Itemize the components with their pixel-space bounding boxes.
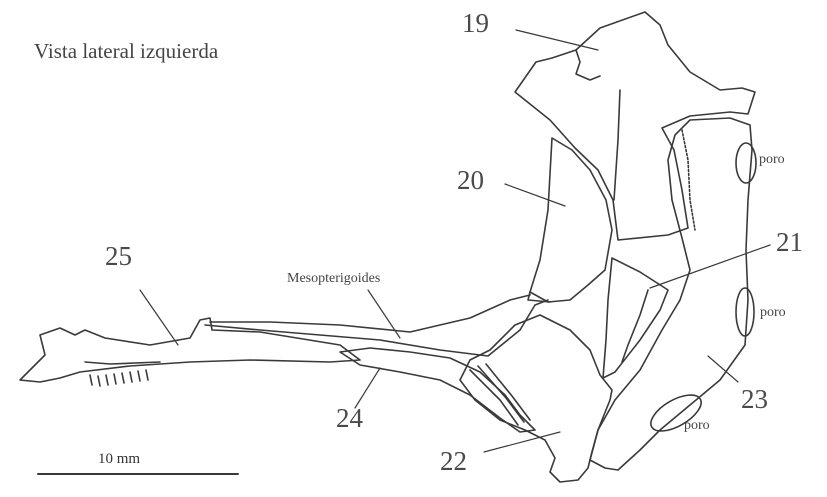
leader-20 xyxy=(505,184,565,206)
mesopterygoid-strut-2 xyxy=(210,295,530,332)
bone-25 xyxy=(20,318,360,382)
label-mesopterigoides: Mesopterigoides xyxy=(287,272,380,286)
label-poro-top: poro xyxy=(759,153,785,167)
bone-19-ridge xyxy=(614,90,620,200)
leader-19 xyxy=(516,30,598,50)
label-21: 21 xyxy=(776,229,803,256)
leader-24 xyxy=(355,368,380,408)
teeth xyxy=(90,370,148,386)
label-20: 20 xyxy=(457,167,484,194)
bone-23-seam xyxy=(682,130,695,230)
leader-22 xyxy=(484,432,560,452)
label-poro-mid: poro xyxy=(760,306,786,320)
leader-21 xyxy=(650,245,770,288)
bone-19-notch xyxy=(576,50,600,80)
bone-19 xyxy=(515,12,755,240)
label-poro-bottom: poro xyxy=(684,419,710,433)
bone-21 xyxy=(603,258,668,378)
label-22: 22 xyxy=(440,448,467,475)
label-23: 23 xyxy=(741,386,768,413)
bone-25-rim xyxy=(85,362,160,364)
bone-24 xyxy=(340,348,535,432)
pore-top xyxy=(736,143,756,183)
label-24: 24 xyxy=(336,405,363,432)
bone-23 xyxy=(590,118,752,470)
bone-22 xyxy=(460,315,612,482)
leader-25 xyxy=(140,290,178,345)
label-25: 25 xyxy=(105,243,132,270)
scale-bar-label: 10 mm xyxy=(98,452,140,467)
bone-21-inner xyxy=(622,290,648,362)
label-19: 19 xyxy=(462,10,489,37)
figure-title: Vista lateral izquierda xyxy=(34,41,218,62)
pore-mid xyxy=(736,288,754,336)
leader-mesopterigoides xyxy=(368,290,400,338)
bone-20 xyxy=(530,138,612,302)
